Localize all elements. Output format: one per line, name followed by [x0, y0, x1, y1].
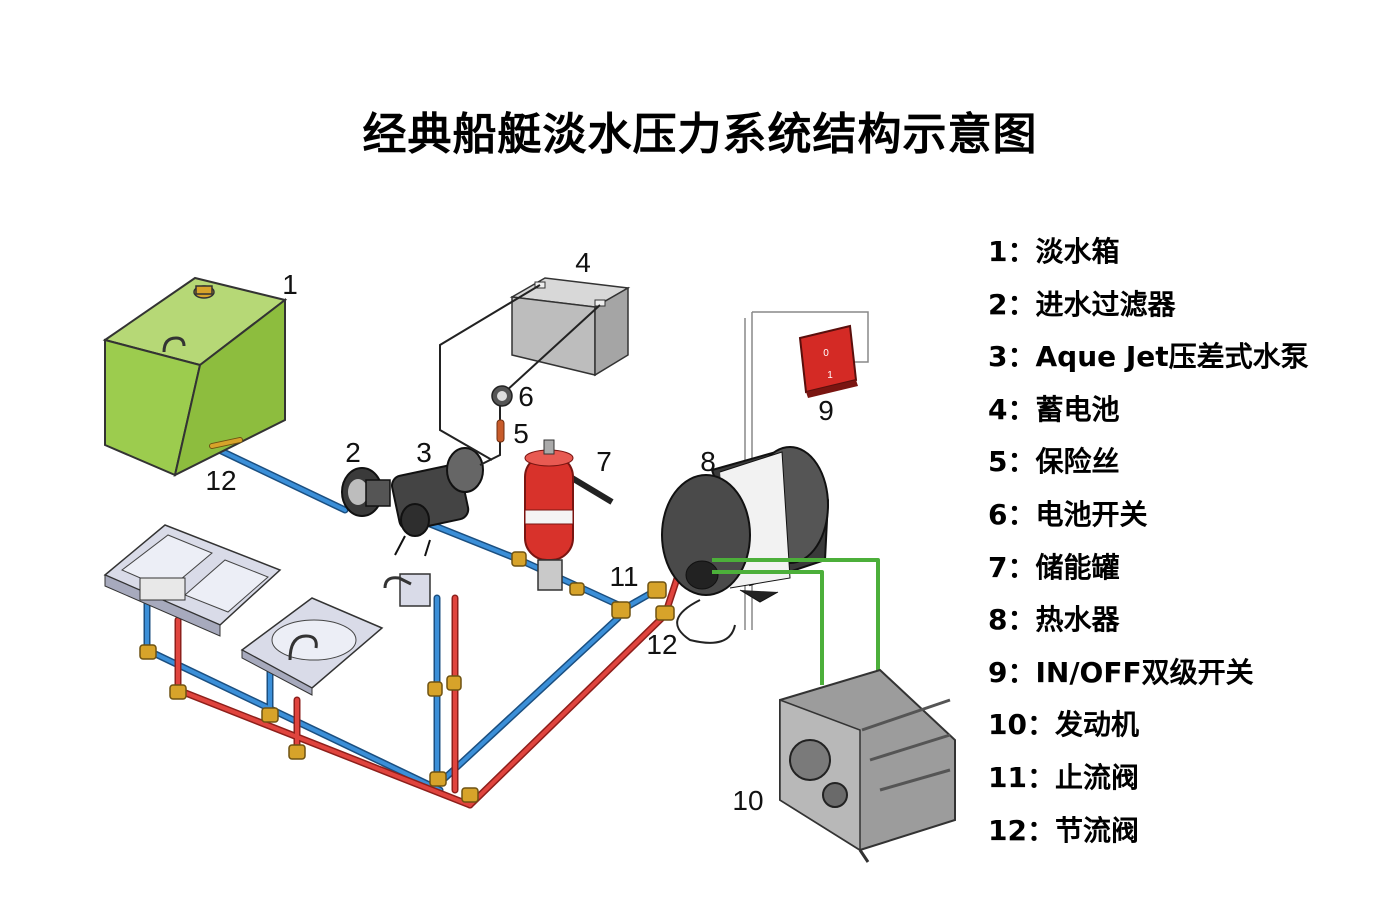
engine-coolant-loop [712, 558, 880, 690]
callout-5: 5 [513, 418, 529, 449]
legend-item-inlet-filter: 2：进水过滤器 [988, 287, 1176, 321]
switch-mark-1: 1 [827, 370, 833, 381]
legend-item-engine: 10：发动机 [988, 708, 1139, 742]
switch-mark-0: 0 [823, 348, 829, 359]
wash-basin [240, 597, 384, 696]
legend-item-fuse: 5：保险丝 [988, 445, 1120, 479]
callout-1: 1 [282, 269, 298, 300]
page-title: 经典船艇淡水压力系统结构示意图 [362, 109, 1038, 160]
callout-3: 3 [416, 437, 432, 468]
callout-8: 8 [700, 446, 716, 477]
legend-item-battery-switch: 6：电池开关 [988, 497, 1148, 531]
callout-10: 10 [732, 785, 763, 816]
water-system-diagram: 0 1 1 [102, 247, 956, 863]
callout-2: 2 [345, 437, 361, 468]
callout-12-heater: 12 [646, 629, 677, 660]
callout-11: 11 [609, 561, 638, 592]
water-pump [391, 447, 484, 557]
component-legend: 1：淡水箱 2：进水过滤器 3：Aque Jet压差式水泵 4：蓄电池 5：保险… [988, 232, 1309, 863]
on-off-switch: 0 1 [744, 311, 869, 630]
shower-faucet [383, 573, 431, 607]
inlet-filter [341, 467, 391, 517]
legend-item-water-heater: 8：热水器 [988, 603, 1120, 637]
fuse [496, 419, 505, 443]
callout-4: 4 [575, 247, 591, 278]
pipe-fittings [139, 551, 675, 803]
legend-item-check-valve: 11：止流阀 [988, 760, 1139, 794]
callout-9: 9 [818, 395, 834, 426]
electrical-wires [439, 284, 601, 466]
water-heater [661, 446, 830, 644]
engine [779, 668, 956, 863]
water-tank [102, 276, 288, 477]
callout-12-tank: 12 [205, 465, 236, 496]
double-sink [103, 524, 282, 637]
legend-item-water-tank: 1：淡水箱 [988, 235, 1120, 268]
legend-item-throttle-valve: 12：节流阀 [988, 813, 1139, 847]
battery-switch [491, 385, 513, 407]
legend-item-switch: 9：IN/OFF双级开关 [988, 655, 1254, 689]
accumulator-tank [524, 439, 614, 591]
callout-7: 7 [596, 446, 612, 477]
legend-item-pump: 3：Aque Jet压差式水泵 [988, 340, 1309, 374]
callout-6: 6 [518, 381, 534, 412]
battery [509, 277, 631, 377]
legend-item-battery: 4：蓄电池 [988, 392, 1120, 426]
legend-item-accumulator: 7：储能罐 [988, 550, 1120, 584]
